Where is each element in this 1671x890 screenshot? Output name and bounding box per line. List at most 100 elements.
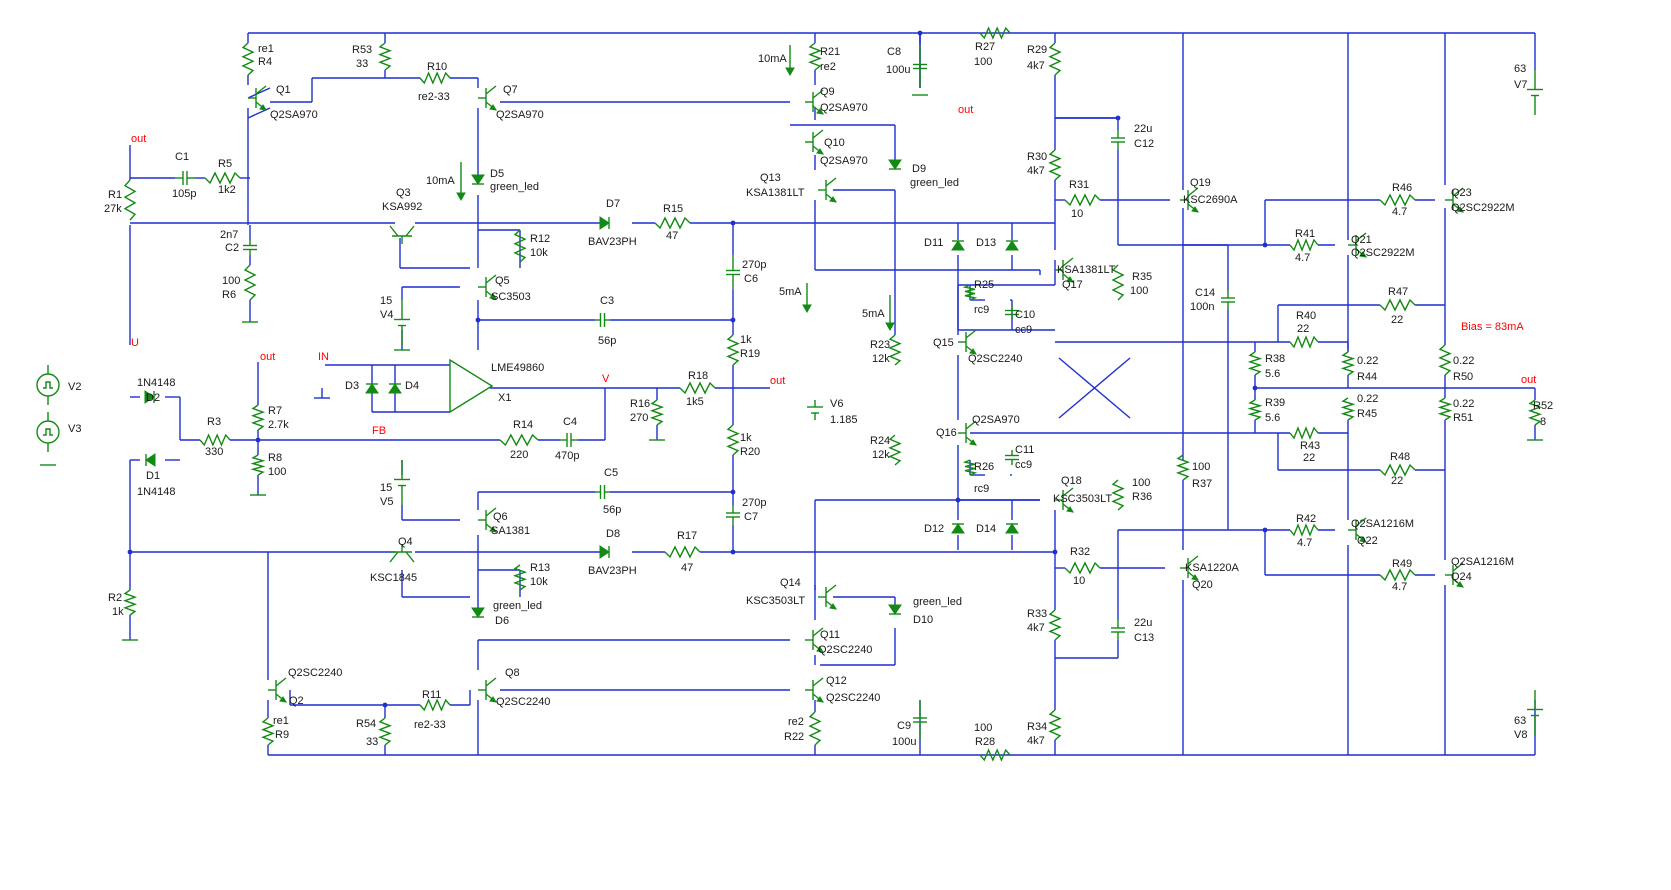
transistor-arrow <box>279 696 287 703</box>
component-label: re1 <box>273 715 289 727</box>
component-label: V7 <box>1514 79 1527 91</box>
current-arrow-head <box>885 322 895 332</box>
component-label: cc9 <box>1015 459 1032 471</box>
component-label: Q19 <box>1190 177 1211 189</box>
component-label: D9 <box>912 163 926 175</box>
diode-symbol <box>145 453 156 467</box>
component-layer <box>36 26 1543 762</box>
transistor-collector <box>812 89 824 99</box>
transistor-arrow <box>259 104 267 111</box>
transistor-collector <box>1187 187 1199 197</box>
component-label: 1N4148 <box>137 486 176 498</box>
resistor-symbol <box>1048 42 1062 76</box>
resistor-symbol <box>1340 351 1356 376</box>
component-label: 12k <box>872 449 890 461</box>
component-label: R14 <box>513 419 533 431</box>
component-label: R2 <box>108 592 122 604</box>
component-label: KSC3503LT <box>1053 493 1112 505</box>
component-label: Q8 <box>505 667 520 679</box>
component-label: 2.7k <box>268 419 289 431</box>
component-label: Q24 <box>1451 571 1472 583</box>
component-label: KSA992 <box>382 201 422 213</box>
resistor-symbol <box>679 381 716 395</box>
component-label: R36 <box>1132 491 1152 503</box>
resistor-symbol <box>1111 479 1125 511</box>
component-label: R15 <box>663 203 683 215</box>
component-label: 12k <box>872 353 890 365</box>
transistor-arrow <box>1066 276 1074 283</box>
component-label: 1k <box>740 432 752 444</box>
component-label: Q7 <box>503 84 518 96</box>
component-label: D11 <box>924 237 943 249</box>
resistor-symbol <box>726 424 740 456</box>
component-label: rc9 <box>974 304 989 316</box>
component-label: X1 <box>498 392 511 404</box>
component-label: re2-33 <box>414 719 446 731</box>
component-label: 4k7 <box>1027 165 1045 177</box>
resistor-symbol <box>1247 351 1263 376</box>
component-label: R40 <box>1296 310 1316 322</box>
resistor-symbol <box>1527 399 1543 426</box>
component-label: R11 <box>422 689 441 701</box>
transistor-arrow <box>489 104 497 111</box>
component-label: R44 <box>1357 371 1377 383</box>
transistor-collector <box>812 129 824 139</box>
component-label: re2-33 <box>418 91 450 103</box>
component-label: R46 <box>1392 182 1412 194</box>
component-label: 100 <box>1192 461 1210 473</box>
component-label: SA1381 <box>491 525 530 537</box>
component-label: 56p <box>598 335 616 347</box>
component-label: 100 <box>268 466 286 478</box>
transistor-arrow <box>489 696 497 703</box>
resistor-symbol <box>1379 568 1416 582</box>
component-label: R8 <box>268 452 282 464</box>
component-label: R16 <box>630 398 650 410</box>
junction-dot <box>1252 385 1258 391</box>
transistor-arrow <box>1456 581 1464 588</box>
component-label: R4 <box>258 56 272 68</box>
component-label: R50 <box>1453 371 1473 383</box>
resistor-symbol <box>1289 523 1319 537</box>
component-label: Q2SC2240 <box>288 667 342 679</box>
transistor-collector <box>1355 232 1367 242</box>
component-label: Bias = 83mA <box>1461 321 1524 333</box>
junction-dot <box>730 489 736 495</box>
component-label: Q16 <box>936 427 957 439</box>
transistor-collector <box>1062 257 1074 267</box>
net-label: out <box>770 375 785 387</box>
component-label: V5 <box>380 496 393 508</box>
transistor-arrow <box>816 696 824 703</box>
component-label: 63 <box>1514 63 1526 75</box>
component-label: 10mA <box>758 53 787 65</box>
component-label: 15 <box>380 482 392 494</box>
transistor-collector <box>825 177 837 187</box>
resistor-symbol <box>499 433 539 447</box>
component-label: Q9 <box>820 86 835 98</box>
component-label: 100 <box>974 722 992 734</box>
component-label: R27 <box>975 41 995 53</box>
resistor-symbol <box>513 229 527 263</box>
transistor-collector <box>389 225 399 237</box>
component-label: R1 <box>108 189 122 201</box>
component-label: Q2SC2240 <box>496 696 550 708</box>
junction-dot <box>475 317 481 323</box>
resistor-symbol <box>241 42 255 76</box>
component-label: D5 <box>490 168 504 180</box>
component-label: C9 <box>897 720 911 732</box>
resistor-symbol <box>1379 193 1416 207</box>
component-label: 105p <box>172 188 196 200</box>
led-symbol <box>888 604 902 615</box>
junction-dot <box>730 220 736 226</box>
component-label: V2 <box>68 381 81 393</box>
component-label: green_led <box>910 177 959 189</box>
component-label: 330 <box>205 446 223 458</box>
transistor-arrow <box>816 108 824 115</box>
component-label: V3 <box>68 423 81 435</box>
component-label: D12 <box>924 523 944 535</box>
transistor-collector <box>255 85 267 95</box>
transistor-collector <box>965 329 977 339</box>
component-label: Q2SA970 <box>820 155 868 167</box>
resistor-symbol <box>419 71 451 85</box>
transistor-collector <box>1452 187 1464 197</box>
